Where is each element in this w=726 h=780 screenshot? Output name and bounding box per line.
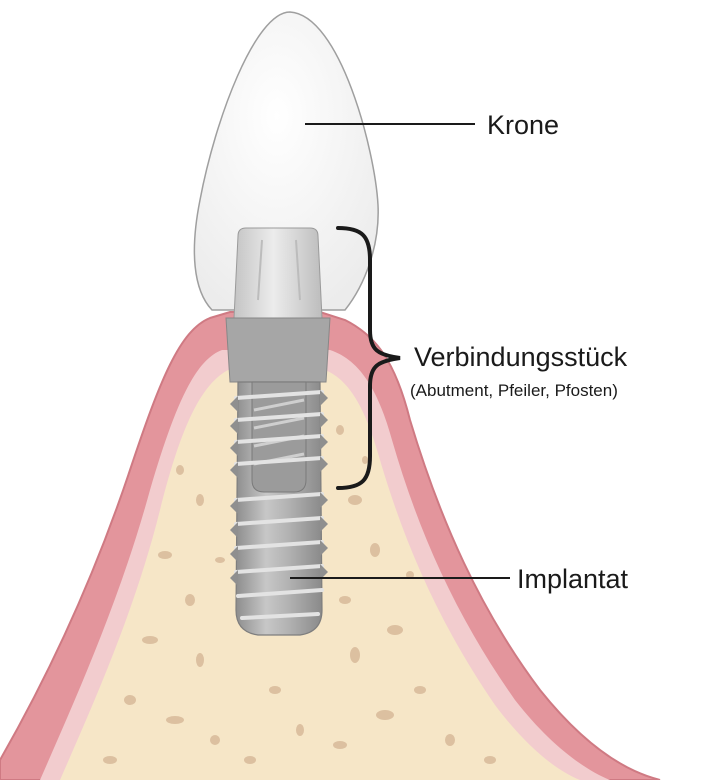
abutment-collar — [226, 318, 330, 382]
abutment-label: Verbindungsstück — [414, 342, 628, 372]
implant-label: Implantat — [517, 564, 629, 594]
abutment-top — [234, 228, 322, 318]
abutment-sublabel: (Abutment, Pfeiler, Pfosten) — [410, 381, 618, 400]
crown-label: Krone — [487, 110, 559, 140]
